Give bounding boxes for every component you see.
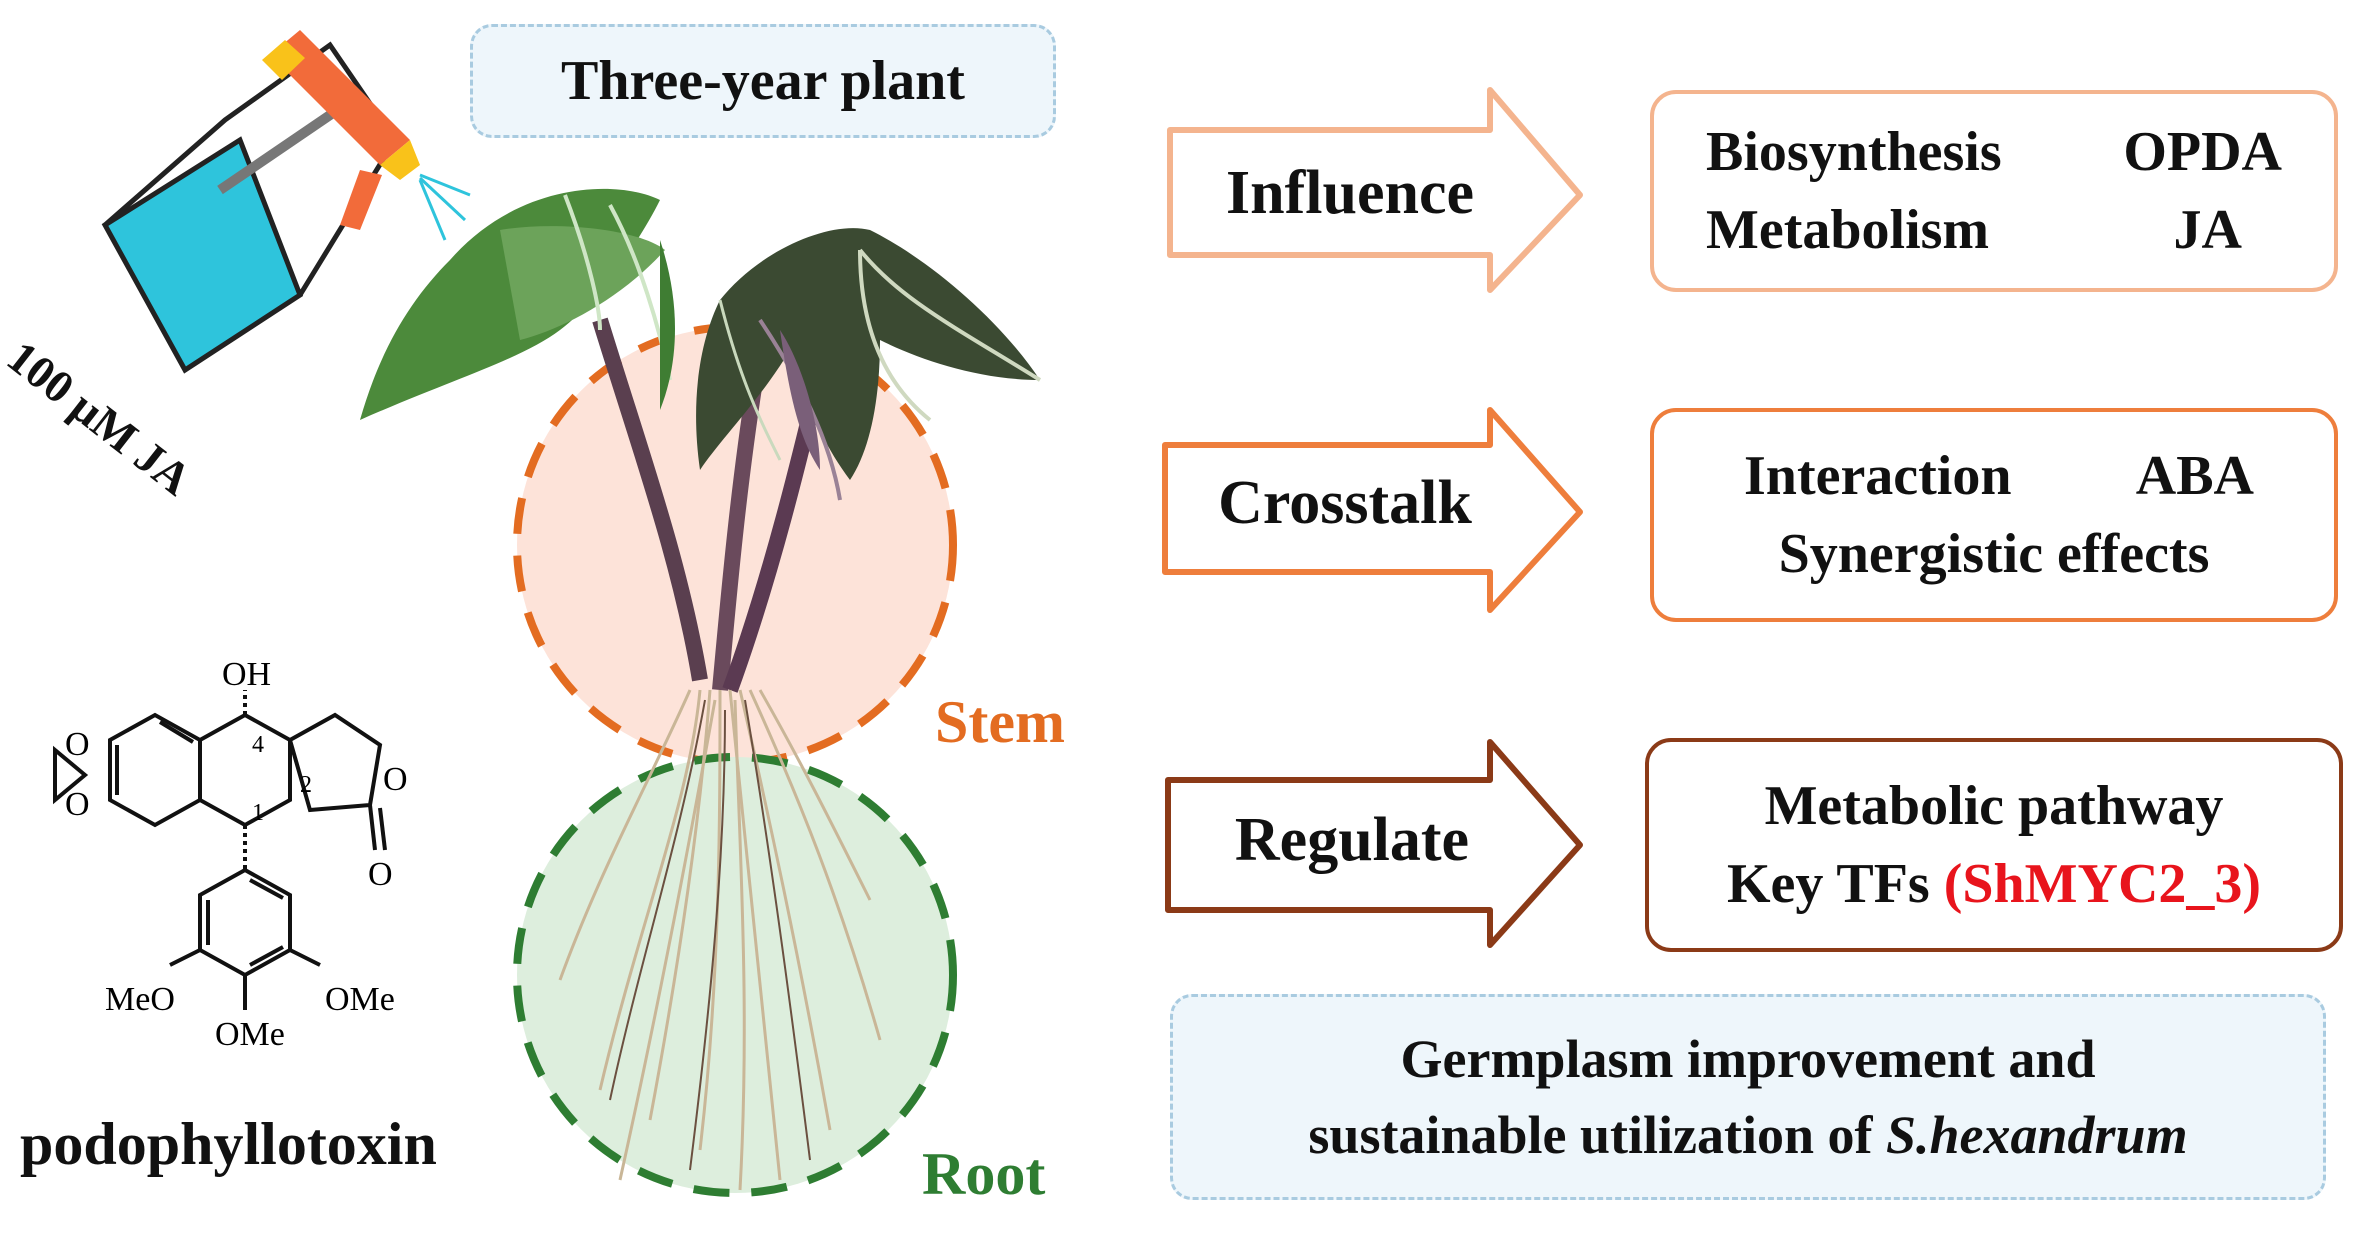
crosstalk-row-1: Interaction ABA — [1654, 437, 2334, 515]
crosstalk-interaction: Interaction — [1744, 445, 2012, 507]
regulate-shmyc2: (ShMYC2_3) — [1943, 853, 2262, 915]
chem-oh: OH — [222, 656, 271, 693]
regulate-key-tfs: Key TFs — [1726, 853, 1930, 915]
influence-box: Biosynthesis OPDA Metabolism JA — [1650, 90, 2338, 292]
goal-line-2: sustainable utilization of S.hexandrum — [1308, 1097, 2187, 1173]
influence-ja: JA — [2173, 199, 2242, 261]
arrow-regulate — [1165, 739, 1583, 948]
influence-row-1: Biosynthesis OPDA — [1654, 113, 2334, 191]
title-box: Three-year plant — [470, 24, 1056, 138]
influence-biosynthesis: Biosynthesis — [1706, 121, 2002, 183]
chem-ome-right: OMe — [325, 981, 395, 1018]
crosstalk-row-2: Synergistic effects — [1654, 515, 2334, 593]
arrow-crosstalk — [1162, 407, 1583, 613]
compound-name: podophyllotoxin — [20, 1111, 437, 1177]
chem-o-carbonyl: O — [368, 856, 393, 893]
goal-line-2-text: sustainable utilization of — [1308, 1105, 1873, 1165]
root-label: Root — [922, 1141, 1046, 1207]
regulate-label: Regulate — [1234, 806, 1470, 874]
goal-line-1: Germplasm improvement and — [1400, 1029, 2096, 1089]
chem-number-4: 4 — [252, 732, 264, 758]
influence-label: Influence — [1226, 159, 1474, 227]
crosstalk-aba: ABA — [2135, 445, 2254, 507]
podophyllotoxin-structure — [53, 690, 387, 1010]
influence-opda: OPDA — [2123, 121, 2282, 183]
influence-metabolism: Metabolism — [1706, 199, 1990, 261]
crosstalk-synergistic: Synergistic effects — [1778, 523, 2210, 585]
influence-row-2: Metabolism JA — [1654, 191, 2334, 269]
goal-species: S.hexandrum — [1885, 1105, 2188, 1165]
regulate-row-1: Metabolic pathway — [1649, 767, 2339, 845]
stem-label: Stem — [935, 689, 1065, 755]
chem-number-2: 2 — [300, 772, 312, 798]
regulate-box: Metabolic pathway Key TFs (ShMYC2_3) — [1645, 738, 2343, 952]
crosstalk-label: Crosstalk — [1218, 469, 1472, 537]
crosstalk-box: Interaction ABA Synergistic effects — [1650, 408, 2338, 622]
chem-o-ring-1: O — [65, 726, 90, 763]
title: Three-year plant — [561, 50, 965, 112]
root-circle — [513, 753, 957, 1197]
chem-o-ring-2: O — [65, 786, 90, 823]
chem-o-lactone: O — [383, 761, 408, 798]
goal-box: Germplasm improvement and sustainable ut… — [1170, 994, 2326, 1200]
regulate-row-2: Key TFs (ShMYC2_3) — [1649, 845, 2339, 923]
arrow-influence — [1167, 87, 1583, 293]
chem-number-1: 1 — [252, 800, 264, 826]
plant-illustration — [360, 188, 1042, 1191]
sprayer-bottle-icon — [101, 30, 471, 374]
chem-ome-bottom: OMe — [215, 1016, 285, 1053]
regulate-pathway: Metabolic pathway — [1764, 775, 2224, 837]
chem-meo: MeO — [105, 981, 175, 1018]
